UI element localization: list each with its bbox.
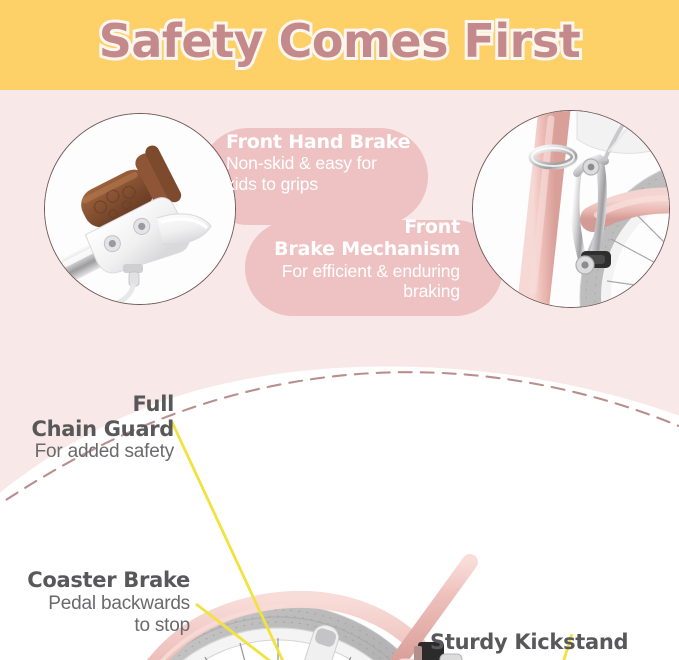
front-hand-brake-pill <box>200 128 428 225</box>
fork-chrome-ring <box>528 144 578 170</box>
caliper-brake <box>570 113 634 275</box>
header-band: Safety Comes First <box>0 0 679 90</box>
rear-fender <box>147 590 441 660</box>
sturdy-kickstand-label: Sturdy Kickstand <box>430 630 646 655</box>
front-hand-brake-heading: Front Hand Brake <box>226 131 411 153</box>
full-chain-guard-subtext: For added safety <box>34 441 175 463</box>
hand-brake-illustration <box>45 114 235 304</box>
pointer-lines <box>170 421 574 660</box>
coaster-brake-heading: Coaster Brake <box>27 568 190 592</box>
hand-brake-photo-inset <box>44 113 236 305</box>
main-bicycle-photo <box>0 312 679 660</box>
front-brake-mechanism-pill <box>245 220 503 316</box>
brake-mechanism-photo-inset <box>472 110 670 308</box>
rear-brake-clamp <box>414 642 463 660</box>
caliper-brake-illustration <box>473 111 669 307</box>
sturdy-kickstand-heading: Sturdy Kickstand <box>430 630 629 654</box>
bicycle-frame <box>391 554 478 660</box>
bicycle-illustration <box>0 312 679 660</box>
page-title: Safety Comes First <box>96 11 584 71</box>
